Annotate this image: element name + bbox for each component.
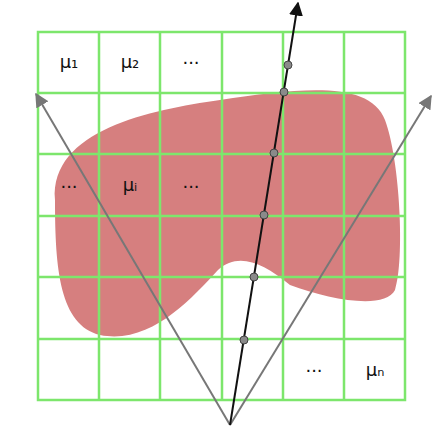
cell-label: μ₂ <box>121 52 140 72</box>
pixel-grid <box>38 32 405 400</box>
cell-label: μₙ <box>366 360 385 380</box>
side-ray <box>36 94 230 425</box>
cell-label: ... <box>305 356 322 376</box>
cell-label: μᵢ <box>123 175 138 195</box>
sample-points <box>240 61 292 344</box>
side-ray <box>230 96 431 425</box>
cell-label: ... <box>182 48 199 68</box>
cell-label: ... <box>182 172 199 192</box>
cell-label: μ₁ <box>60 52 79 72</box>
main-ray <box>230 3 298 425</box>
cell-label: ... <box>60 172 77 192</box>
